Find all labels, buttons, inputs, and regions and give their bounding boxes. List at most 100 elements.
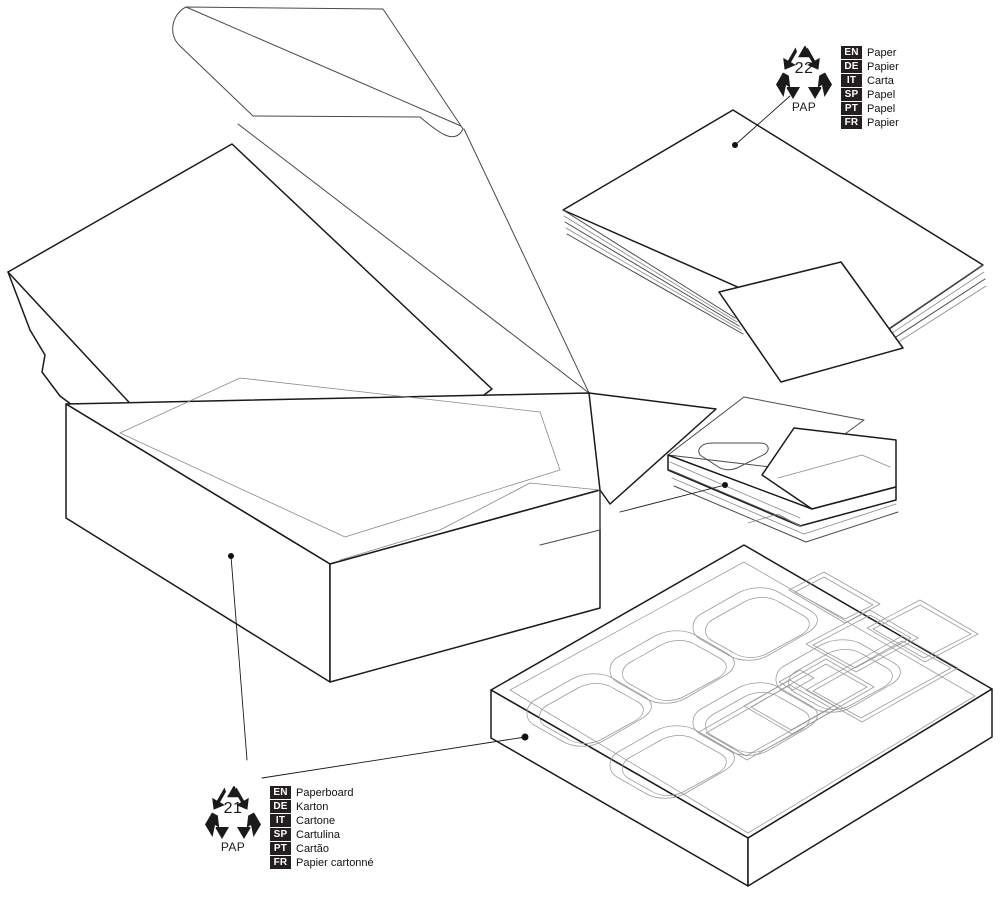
- material-name: Carta: [867, 74, 894, 87]
- box-lid-edge-right: [463, 128, 590, 394]
- booklet-sheet-line-4: [673, 485, 807, 543]
- recycling-symbol-22: 22 PAP: [774, 44, 834, 114]
- tray-cavity-1: [526, 673, 652, 747]
- box-interior-back-wall: [239, 377, 541, 413]
- recycling-loop-icon: [776, 46, 832, 99]
- material-name: Paperboard: [296, 786, 354, 799]
- language-row: FR Papier cartonné: [270, 856, 374, 869]
- booklet-body-thickness: [667, 454, 897, 527]
- recycling-code-number: 21: [223, 800, 243, 817]
- tray-slot-7-inner: [705, 684, 832, 757]
- component-box: [7, 6, 717, 761]
- paper-sheet-edge-5: [566, 233, 744, 335]
- booklet-sheet-line-1: [669, 461, 801, 519]
- tray-cavity-2-inner: [622, 640, 727, 701]
- language-badge: SP: [270, 828, 291, 841]
- component-paper-stack: [562, 95, 987, 383]
- language-badge: FR: [270, 856, 291, 869]
- material-name: Papel: [867, 102, 896, 115]
- material-name: Cartão: [296, 842, 330, 855]
- tray-cavity-3: [692, 587, 818, 661]
- tray-slot-1: [788, 571, 881, 624]
- booklet-sheet-line-3: [671, 477, 805, 535]
- box-front-tuck-line: [339, 482, 601, 561]
- box-lid-tuck-fold: [185, 6, 462, 127]
- language-badge: DE: [841, 60, 862, 73]
- leader-line-tray: [261, 736, 526, 779]
- recycling-label-pap-21: 21 PAP EN Paperboard DE Karton IT Carton…: [203, 784, 374, 869]
- box-lid-side-tab: [588, 392, 717, 505]
- recycling-material-abbr: PAP: [220, 840, 246, 854]
- tray-cavity-group-large: [526, 587, 901, 799]
- leader-line-paper: [734, 95, 791, 146]
- language-badge: PT: [841, 102, 862, 115]
- language-row: EN Paperboard: [270, 786, 374, 799]
- material-name: Papel: [867, 88, 896, 101]
- box-interior-left-wall: [119, 377, 241, 434]
- tray-slot-1-inner: [794, 576, 874, 620]
- language-row: DE Papier: [841, 60, 899, 73]
- material-name: Cartulina: [296, 828, 341, 841]
- box-front-right-wall: [329, 489, 601, 683]
- tray-slot-2: [866, 599, 979, 663]
- tray-slot-2-inner: [872, 604, 972, 659]
- recycling-loop-icon: [205, 786, 261, 839]
- leader-dot-box: [228, 553, 234, 559]
- language-row: PT Cartão: [270, 842, 374, 855]
- booklet-sheet-line-2: [669, 469, 803, 527]
- box-lid-side-tab-edge: [539, 489, 601, 546]
- booklet-bottom-edge-2: [803, 503, 897, 535]
- material-name: Cartone: [296, 814, 336, 827]
- language-table-22: EN Paper DE Papier IT Carta SP Papel PT …: [841, 44, 899, 129]
- recycling-label-pap-22: 22 PAP EN Paper DE Papier IT Carta SP Pa…: [774, 44, 899, 129]
- leader-dot-tray: [521, 733, 529, 741]
- box-lid-tuck-flap: [172, 6, 464, 138]
- paper-loose-card: [718, 261, 904, 383]
- tray-slot-5-inner: [812, 640, 952, 719]
- language-row: PT Papel: [841, 102, 899, 115]
- language-row: SP Cartulina: [270, 828, 374, 841]
- language-row: SP Papel: [841, 88, 899, 101]
- leader-line-box: [230, 555, 248, 761]
- language-table-21: EN Paperboard DE Karton IT Cartone SP Ca…: [270, 784, 374, 869]
- paper-sheet-edge-2: [563, 215, 738, 323]
- tray-slot-4: [778, 669, 815, 691]
- tray-cavity-4: [609, 725, 735, 799]
- tray-cavity-5: [692, 682, 818, 756]
- tray-cavity-2: [609, 630, 735, 704]
- tray-slot-5: [805, 635, 959, 723]
- leader-line-booklet: [619, 484, 726, 513]
- component-booklet: [619, 396, 899, 543]
- tray-slot-3-inner: [812, 614, 912, 669]
- material-name: Papier: [867, 116, 899, 129]
- tray-slot-7: [698, 679, 839, 761]
- box-interior-right-wall: [539, 411, 561, 471]
- material-name: Karton: [296, 800, 329, 813]
- paper-sheet-right-1: [871, 264, 984, 341]
- booklet-bottom-edge: [805, 511, 899, 543]
- box-lid-left-flap: [7, 271, 61, 397]
- language-badge: IT: [841, 74, 862, 87]
- booklet-front-inner-line: [777, 454, 891, 479]
- booklet-thumb-cutout: [698, 442, 769, 471]
- language-badge: DE: [270, 800, 291, 813]
- tray-cavity-3-inner: [705, 597, 810, 658]
- paper-sheet-edge-4: [565, 227, 742, 331]
- tray-front-right-wall: [747, 688, 993, 887]
- tray-inner-rim: [509, 561, 976, 834]
- paper-sheet-edge-1: [562, 209, 736, 319]
- language-badge: PT: [270, 842, 291, 855]
- recycling-symbol-21: 21 PAP: [203, 784, 263, 854]
- tray-cavity-4-inner: [622, 735, 727, 796]
- language-row: DE Karton: [270, 800, 374, 813]
- language-badge: EN: [841, 46, 862, 59]
- language-row: EN Paper: [841, 46, 899, 59]
- leader-dot-paper: [732, 142, 738, 148]
- language-row: IT Carta: [841, 74, 899, 87]
- material-name: Paper: [867, 46, 897, 59]
- language-badge: EN: [270, 786, 291, 799]
- recycling-code-number: 22: [794, 60, 814, 77]
- language-row: IT Cartone: [270, 814, 374, 827]
